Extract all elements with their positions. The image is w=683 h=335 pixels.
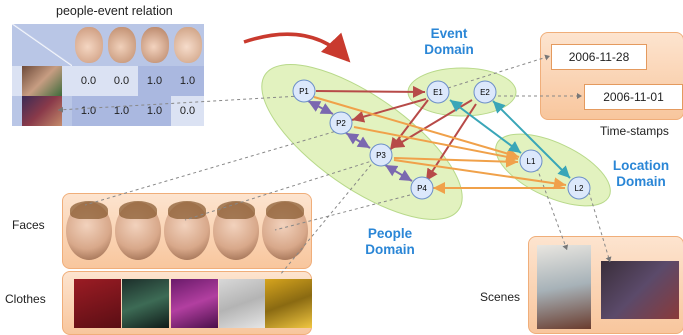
matrix-cell: 1.0 — [171, 66, 204, 96]
node-label: P2 — [336, 119, 346, 128]
node-label: L1 — [527, 157, 536, 166]
face-thumbnail — [164, 200, 210, 260]
node-p3: P3 — [369, 143, 393, 167]
clothes-thumbnail — [171, 279, 218, 328]
faces-panel — [62, 193, 312, 269]
timestamp-date-2: 2006-11-01 — [584, 84, 683, 110]
matrix-event-photo-2 — [12, 96, 72, 126]
edge-event-location — [492, 100, 571, 179]
dashed-link — [84, 129, 341, 206]
node-label: P3 — [376, 151, 386, 160]
matrix-cell: 1.0 — [138, 96, 171, 126]
timestamps-label: Time-stamps — [600, 124, 669, 138]
node-p2: P2 — [329, 111, 353, 135]
edge-person-location — [353, 126, 519, 163]
node-l2: L2 — [567, 176, 591, 200]
matrix-cell: 1.0 — [105, 96, 138, 126]
node-label: E2 — [480, 88, 490, 97]
dashed-link — [57, 95, 301, 113]
node-label: E1 — [433, 88, 443, 97]
dashed-link — [588, 191, 612, 263]
matrix-face-4 — [171, 24, 204, 66]
node-p4: P4 — [410, 176, 434, 200]
matrix-cell: 0.0 — [105, 66, 138, 96]
face-thumbnail — [66, 200, 112, 260]
face-thumbnail — [213, 200, 259, 260]
edge-person-person — [384, 164, 413, 182]
edge-person-event — [315, 85, 426, 98]
matrix-title: people-event relation — [56, 4, 173, 18]
edge-person-event — [351, 98, 427, 123]
faces-label: Faces — [12, 218, 45, 232]
edge-person-person — [345, 132, 371, 149]
matrix-face-3 — [138, 24, 171, 66]
relation-matrix: 0.0 0.0 1.0 1.0 1.0 1.0 1.0 0.0 — [12, 24, 204, 126]
matrix-face-2 — [105, 24, 138, 66]
node-label: P1 — [299, 87, 309, 96]
matrix-corner — [12, 24, 72, 66]
clothes-thumbnail — [122, 279, 169, 328]
edge-person-location — [393, 159, 567, 190]
matrix-cell: 0.0 — [171, 96, 204, 126]
node-label: L2 — [575, 184, 584, 193]
matrix-cell: 0.0 — [72, 66, 105, 96]
face-thumbnail — [115, 200, 161, 260]
matrix-face-1 — [72, 24, 105, 66]
clothes-label: Clothes — [5, 292, 46, 306]
clothes-thumbnail — [219, 279, 266, 328]
edge-person-person — [307, 100, 334, 115]
location-domain-ellipse — [495, 133, 611, 207]
matrix-cell: 1.0 — [138, 66, 171, 96]
clothes-thumbnail — [265, 279, 312, 328]
dashed-link — [279, 159, 376, 276]
scenes-panel — [528, 236, 683, 334]
node-label: P4 — [417, 184, 427, 193]
clothes-thumbnail — [74, 279, 121, 328]
dashed-link — [274, 194, 411, 231]
node-e2: E2 — [473, 80, 497, 104]
timestamp-date-1: 2006-11-28 — [551, 44, 647, 70]
face-thumbnail — [262, 200, 308, 260]
scenes-label: Scenes — [480, 290, 521, 304]
matrix-cell: 1.0 — [72, 96, 105, 126]
clothes-panel — [62, 271, 312, 335]
scene-thumbnail — [537, 245, 591, 329]
curved-arrow — [243, 32, 351, 63]
node-p1: P1 — [292, 79, 316, 103]
scene-thumbnail — [601, 261, 679, 319]
node-e1: E1 — [426, 80, 450, 104]
matrix-event-photo-1 — [12, 66, 72, 96]
node-l1: L1 — [519, 149, 543, 173]
